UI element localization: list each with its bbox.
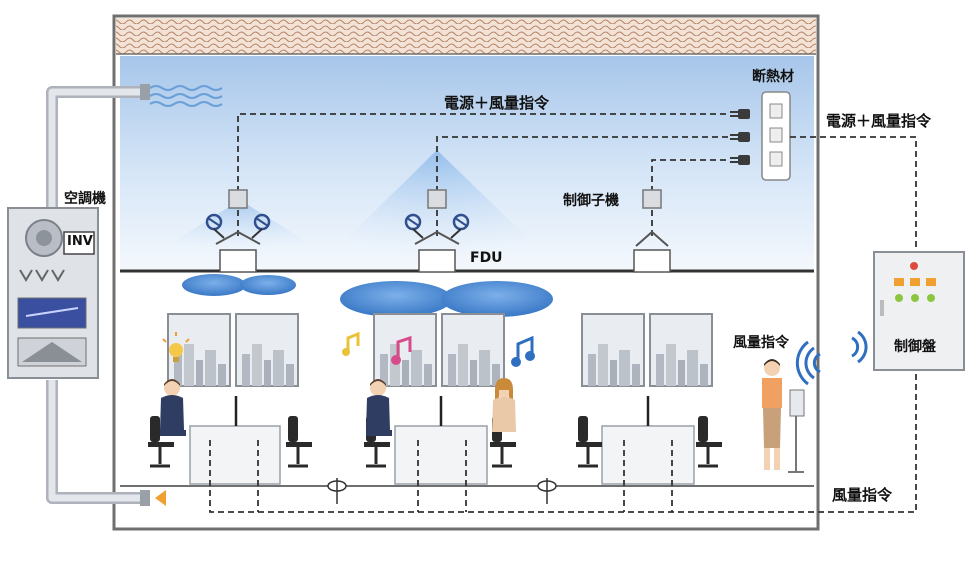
floor-diffuser-icon: [155, 490, 166, 506]
wiring-floor: [209, 370, 917, 513]
label-control-slave: 制御子機: [563, 193, 619, 209]
air-conditioner-unit-icon: [7, 207, 99, 379]
control-panel-icon: [873, 251, 965, 371]
airflow-cone-1: [160, 200, 320, 250]
wireless-signal-icon: [795, 330, 868, 386]
label-fdu: FDU: [470, 250, 503, 266]
office-desks: [189, 425, 695, 485]
monitors: [234, 396, 650, 426]
wiring-plenum: [237, 113, 917, 252]
air-duct: [46, 84, 150, 506]
label-airflow-command-user: 風量指令: [733, 335, 789, 351]
label-air-conditioner: 空調機: [64, 191, 106, 207]
label-inverter: INV: [67, 234, 93, 249]
label-power-airflow-outer: 電源＋風量指令: [826, 112, 932, 130]
music-note-icon: [342, 331, 535, 367]
insulation-hatch: [116, 18, 816, 54]
supply-air-waves: [149, 85, 223, 107]
office-worker-icon: [160, 359, 805, 473]
floor-vent-symbols: [327, 478, 557, 504]
cool-air-blobs: [182, 274, 553, 317]
label-power-airflow-inner: 電源＋風量指令: [444, 94, 550, 112]
outlet-strip-icon: [761, 91, 791, 181]
control-slave-box-icon: [228, 189, 662, 209]
lightbulb-idea-icon: [162, 332, 190, 362]
label-control-panel: 制御盤: [894, 339, 936, 355]
label-airflow-command-floor: 風量指令: [832, 486, 893, 504]
label-insulation: 断熱材: [752, 69, 794, 85]
fdu-fan-unit-icon: [205, 213, 671, 273]
